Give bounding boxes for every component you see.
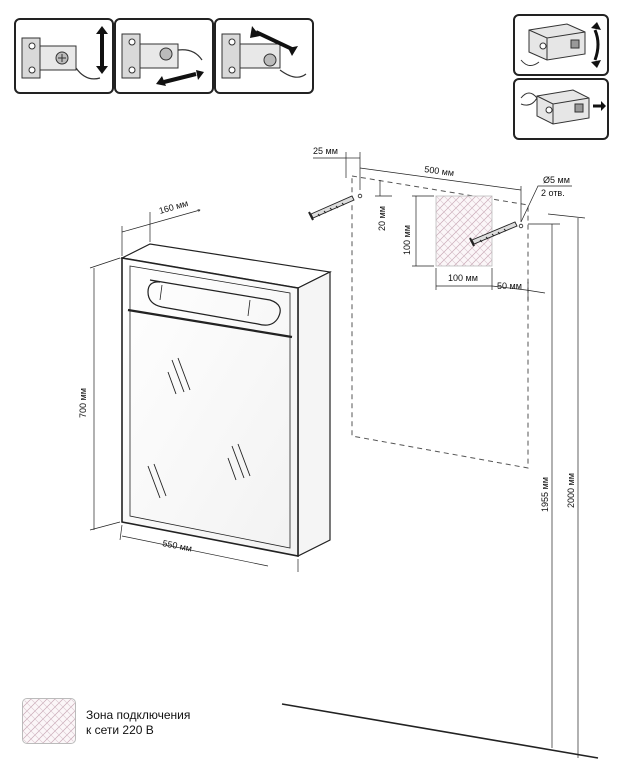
legend: Зона подключения к сети 220 В	[22, 698, 282, 748]
hole-height-label: 1955 мм	[540, 477, 550, 512]
mirror-cabinet	[120, 243, 332, 557]
hinge-adjust-depth-icon	[221, 26, 307, 79]
edge-offset-label: 25 мм	[313, 146, 338, 156]
depth-label: 160 мм	[158, 198, 190, 216]
legend-line-1: Зона подключения	[86, 708, 191, 722]
floor-line	[281, 703, 599, 759]
zone-offset-label: 50 мм	[497, 281, 522, 291]
wall-dimension-lines	[313, 152, 586, 758]
mirror-reflection	[147, 357, 251, 499]
hole-count-label: 2 отв.	[541, 188, 565, 198]
connection-zone-swatch	[22, 698, 76, 744]
bracket-adjust-vertical-panel	[513, 14, 609, 76]
hinge-adjust-horizontal-panel	[114, 18, 214, 94]
bracket-adjust-vertical-icon	[520, 22, 601, 68]
hinge-adjust-horizontal-icon	[121, 33, 204, 86]
hole-drop-label: 20 мм	[377, 206, 387, 231]
legend-text: Зона подключения к сети 220 В	[86, 708, 190, 738]
hinge-adjust-vertical-panel	[14, 18, 114, 94]
zone-height-label: 100 мм	[402, 225, 412, 255]
screw-icon	[308, 195, 355, 221]
width-label: 550 мм	[162, 538, 193, 554]
lamp-strip	[147, 279, 281, 326]
hole-diameter-label: Ø5 мм	[543, 175, 570, 185]
mounting-hole-left	[357, 193, 363, 199]
legend-line-2: к сети 220 В	[86, 723, 154, 737]
bracket-adjust-depth-panel	[513, 78, 609, 140]
hinge-adjust-depth-panel	[214, 18, 314, 94]
hole-spacing-label: 500 мм	[424, 164, 455, 178]
height-label: 700 мм	[78, 388, 88, 418]
mounting-hole-right	[518, 223, 524, 229]
connection-zone	[435, 195, 493, 267]
bracket-adjust-depth-icon	[520, 89, 606, 125]
hinge-adjust-vertical-icon	[21, 26, 108, 80]
zone-width-label: 100 мм	[448, 273, 478, 283]
top-height-label: 2000 мм	[566, 473, 576, 508]
cabinet-outline-on-wall	[351, 175, 529, 469]
screw-icon	[469, 221, 518, 247]
cabinet-dimension-lines	[89, 210, 299, 572]
